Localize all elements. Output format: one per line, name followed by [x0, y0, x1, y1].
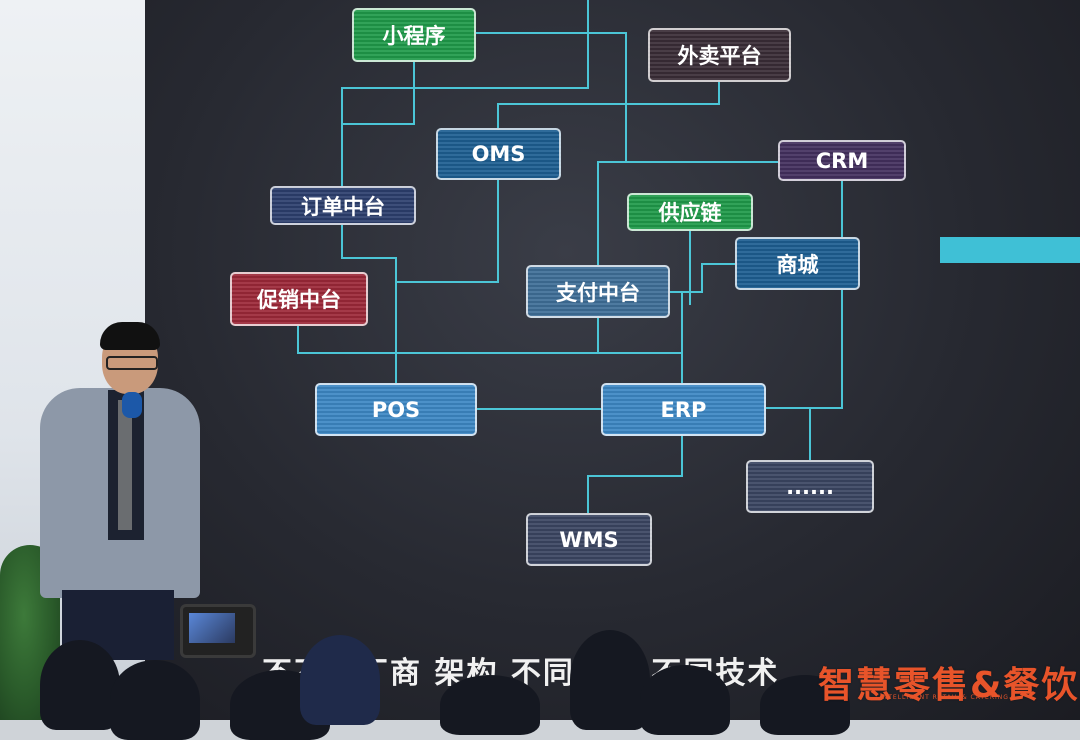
link-mini-down [342, 62, 415, 125]
audience-head [640, 665, 730, 735]
phone-screen [189, 613, 235, 643]
link-promo [297, 326, 682, 354]
node-pos: POS [315, 383, 477, 436]
node-oms: OMS [436, 128, 561, 180]
audience-head [40, 640, 120, 730]
event-logo: 智慧零售&餐饮 [818, 665, 1080, 706]
link-erp-wms [587, 436, 683, 513]
node-pay-center: 支付中台 [526, 265, 670, 318]
link-order [341, 225, 397, 383]
speaker-hair [100, 322, 160, 350]
node-order-center: 订单中台 [270, 186, 416, 225]
node-supply-chain: 供应链 [627, 193, 753, 231]
projection-screen [145, 0, 1080, 720]
node-crm: CRM [778, 140, 906, 181]
link-mini-top [341, 0, 589, 186]
node-mall: 商城 [735, 237, 860, 290]
link-takeout [497, 82, 720, 128]
link-crm-left [597, 161, 778, 265]
node-takeout-platform: 外卖平台 [648, 28, 791, 82]
audience-head [570, 630, 650, 730]
audience-head [110, 660, 200, 740]
speaker-tie [118, 400, 132, 530]
node-mini-program: 小程序 [352, 8, 476, 62]
audience-head [300, 635, 380, 725]
link-mall [670, 263, 735, 293]
microphone-icon [122, 392, 142, 418]
diagram-connections [297, 0, 843, 513]
event-logo-subtitle: INTELLIGENT RETAIL & CATERING [880, 694, 1009, 701]
speaker [30, 320, 210, 660]
node-promo-center: 促销中台 [230, 272, 368, 326]
audience-head [440, 675, 540, 735]
node-more: ...... [746, 460, 874, 513]
accent-bar [940, 237, 1080, 263]
glasses-icon [106, 356, 158, 370]
node-erp: ERP [601, 383, 766, 436]
phone-icon [180, 604, 256, 658]
node-wms: WMS [526, 513, 652, 566]
link-crm-down [766, 181, 843, 409]
